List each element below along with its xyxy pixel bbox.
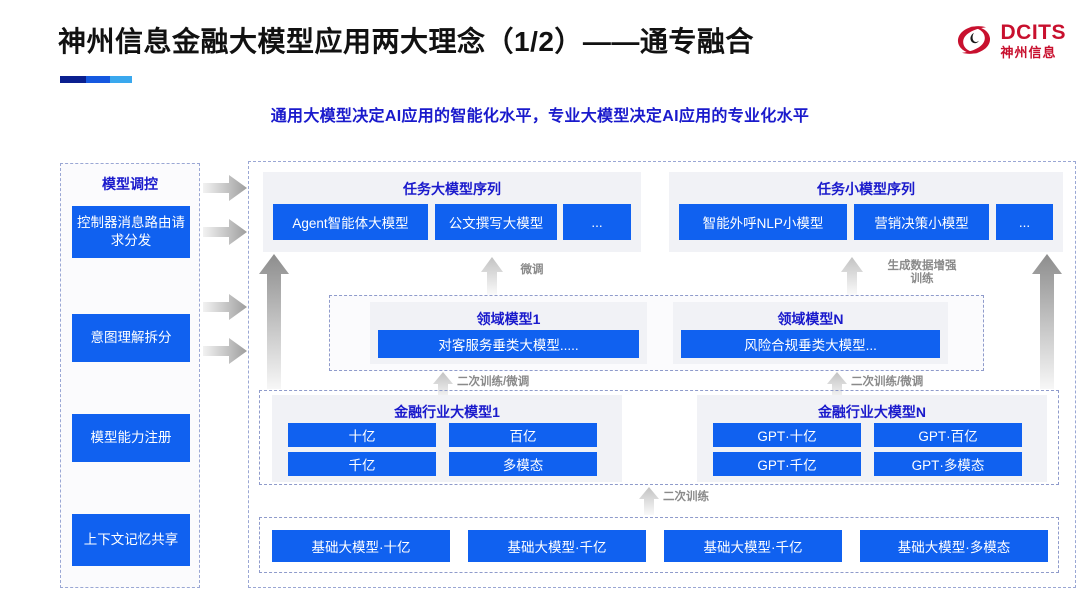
task-large-model-card: 任务大模型序列 Agent智能体大模型 公文撰写大模型 ... — [263, 172, 641, 252]
control-panel-title: 模型调控 — [102, 176, 158, 192]
control-item-intent[interactable]: 意图理解拆分 — [72, 314, 190, 362]
arrow-label-finetune: 微调 — [520, 264, 544, 276]
industry-n-item-4[interactable]: GPT·多模态 — [874, 452, 1022, 476]
page-subtitle: 通用大模型决定AI应用的智能化水平，专业大模型决定AI应用的专业化水平 — [270, 108, 810, 125]
industry-1-item-1[interactable]: 十亿 — [288, 423, 436, 447]
foundation-item-2[interactable]: 基础大模型·千亿 — [468, 530, 646, 562]
domain-model-n-item[interactable]: 风险合规垂类大模型... — [681, 330, 940, 358]
industry-1-item-4[interactable]: 多模态 — [449, 452, 597, 476]
task-small-item-more[interactable]: ... — [996, 204, 1053, 240]
domain-model-1-card: 领域模型1 对客服务垂类大模型..... — [370, 302, 647, 364]
arrow-label-retrain-finetune-left: 二次训练/微调 — [457, 376, 530, 388]
flow-arrow-up-data-augment — [841, 257, 863, 295]
industry-model-group: 金融行业大模型1 十亿 百亿 千亿 多模态 金融行业大模型N GPT·十亿 GP… — [259, 390, 1059, 485]
task-small-model-card: 任务小模型序列 智能外呼NLP小模型 营销决策小模型 ... — [669, 172, 1063, 252]
task-large-item-agent[interactable]: Agent智能体大模型 — [273, 204, 428, 240]
flow-arrow-right-2 — [203, 219, 247, 245]
flow-arrow-up-left-tall — [259, 254, 289, 389]
task-large-item-doc[interactable]: 公文撰写大模型 — [435, 204, 557, 240]
industry-model-n-title: 金融行业大模型N — [817, 404, 927, 420]
task-small-item-marketing[interactable]: 营销决策小模型 — [854, 204, 989, 240]
arrow-label-retrain: 二次训练 — [663, 491, 709, 503]
industry-model-n-card: 金融行业大模型N GPT·十亿 GPT·百亿 GPT·千亿 GPT·多模态 — [697, 395, 1047, 482]
industry-n-item-3[interactable]: GPT·千亿 — [713, 452, 861, 476]
task-large-model-title: 任务大模型序列 — [403, 181, 501, 197]
dcits-logo: DCITS 神州信息 — [954, 20, 1067, 60]
industry-1-item-3[interactable]: 千亿 — [288, 452, 436, 476]
industry-model-1-title: 金融行业大模型1 — [394, 404, 500, 420]
foundation-model-group: 基础大模型·十亿 基础大模型·千亿 基础大模型·千亿 基础大模型·多模态 — [259, 517, 1059, 573]
industry-model-1-card: 金融行业大模型1 十亿 百亿 千亿 多模态 — [272, 395, 622, 482]
flow-arrow-up-finetune — [481, 257, 503, 295]
arrow-label-retrain-finetune-right: 二次训练/微调 — [851, 376, 924, 388]
architecture-diagram: 任务大模型序列 Agent智能体大模型 公文撰写大模型 ... 任务小模型序列 … — [248, 161, 1076, 588]
control-item-register[interactable]: 模型能力注册 — [72, 414, 190, 462]
task-small-model-title: 任务小模型序列 — [817, 181, 915, 197]
foundation-item-4[interactable]: 基础大模型·多模态 — [860, 530, 1048, 562]
arrow-label-data-augment: 生成数据增强 训练 — [887, 260, 957, 285]
task-small-item-nlp[interactable]: 智能外呼NLP小模型 — [679, 204, 847, 240]
control-item-router[interactable]: 控制器消息路由请求分发 — [72, 206, 190, 258]
flow-arrow-up-retrain-left — [433, 372, 453, 400]
flow-arrow-up-retrain-right — [827, 372, 847, 400]
foundation-item-3[interactable]: 基础大模型·千亿 — [664, 530, 842, 562]
logo-text-en: DCITS — [1000, 20, 1066, 44]
domain-model-1-item[interactable]: 对客服务垂类大模型..... — [378, 330, 639, 358]
control-item-context[interactable]: 上下文记忆共享 — [72, 514, 190, 566]
control-panel: 模型调控 控制器消息路由请求分发 意图理解拆分 模型能力注册 上下文记忆共享 — [60, 163, 200, 588]
task-large-item-more[interactable]: ... — [563, 204, 631, 240]
domain-model-n-title: 领域模型N — [777, 311, 844, 327]
flow-arrow-up-right-tall — [1032, 254, 1062, 389]
foundation-item-1[interactable]: 基础大模型·十亿 — [272, 530, 450, 562]
domain-model-n-card: 领域模型N 风险合规垂类大模型... — [673, 302, 948, 364]
flow-arrow-right-3 — [203, 294, 247, 320]
domain-model-1-title: 领域模型1 — [476, 311, 541, 327]
industry-n-item-2[interactable]: GPT·百亿 — [874, 423, 1022, 447]
flow-arrow-right-4 — [203, 338, 247, 364]
industry-1-item-2[interactable]: 百亿 — [449, 423, 597, 447]
page-title: 神州信息金融大模型应用两大理念（1/2）——通专融合 — [58, 26, 754, 57]
logo-text-cn: 神州信息 — [1000, 44, 1057, 60]
flow-arrow-up-retrain-base — [639, 487, 659, 515]
title-underline-accent — [60, 76, 132, 83]
industry-n-item-1[interactable]: GPT·十亿 — [713, 423, 861, 447]
domain-model-group: 领域模型1 对客服务垂类大模型..... 领域模型N 风险合规垂类大模型... — [329, 295, 984, 371]
dcits-swirl-icon — [957, 26, 990, 54]
flow-arrow-right-1 — [203, 175, 247, 201]
